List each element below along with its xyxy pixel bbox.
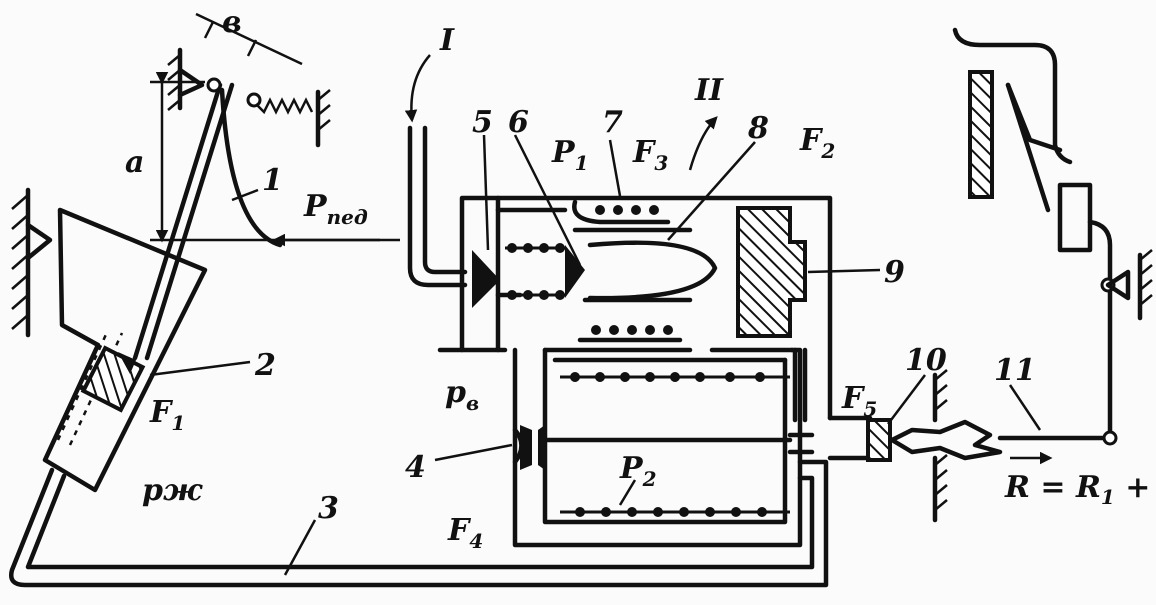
resultant-force: R = R1 + R2 <box>1004 451 1156 509</box>
label-f1: F1 <box>149 395 185 435</box>
valve-housing <box>437 195 833 421</box>
spring-7 <box>591 205 673 335</box>
label-f4: F4 <box>447 513 483 553</box>
label-3: 3 <box>318 491 339 526</box>
label-11: 11 <box>994 353 1036 388</box>
dimension-b: в <box>195 5 303 66</box>
left-wall-mount <box>11 187 53 338</box>
label-pzh: pж <box>142 473 203 508</box>
output-rod <box>827 369 1003 523</box>
label-4: 4 <box>405 450 426 485</box>
air-inlet-pipe <box>407 125 468 288</box>
label-dim-b: в <box>222 5 242 40</box>
label-f2: F2 <box>799 123 835 163</box>
label-2: 2 <box>254 348 276 383</box>
label-p2: P2 <box>619 451 657 491</box>
label-flow-out: II <box>694 73 724 108</box>
label-1: 1 <box>262 163 283 198</box>
leader-lines <box>149 134 1042 576</box>
pedal-lever <box>132 82 283 361</box>
vacuum-chamber <box>512 347 815 548</box>
label-10: 10 <box>905 343 947 378</box>
spring-5 <box>507 243 565 300</box>
label-7: 7 <box>602 105 623 140</box>
spring-p2 <box>575 507 767 517</box>
label-flow-in: I <box>439 23 455 58</box>
label-p-ped: Pпед <box>303 189 368 229</box>
master-cylinder-body <box>42 207 208 493</box>
pedal-force-arrow: Pпед <box>272 189 380 247</box>
label-6: 6 <box>508 105 529 140</box>
label-pv: pв <box>445 375 479 415</box>
label-r-equation: R = R1 + R2 <box>1004 470 1156 509</box>
label-8: 8 <box>747 111 769 146</box>
pedal-pivot <box>167 47 331 148</box>
hydraulic-line-3 <box>9 459 829 588</box>
label-dim-a: a <box>125 145 144 180</box>
label-f5: F5 <box>841 381 877 421</box>
right-mechanism <box>952 27 1153 446</box>
label-f3: F3 <box>632 135 668 175</box>
labels: 1 2 3 4 5 6 7 8 9 10 11 F1 pж F2 F3 F4 F… <box>142 105 1036 553</box>
label-9: 9 <box>884 255 905 290</box>
label-5: 5 <box>472 105 493 140</box>
piston-9 <box>736 206 807 338</box>
label-p1: P1 <box>551 135 588 175</box>
flow-arrows: I II <box>404 23 724 171</box>
